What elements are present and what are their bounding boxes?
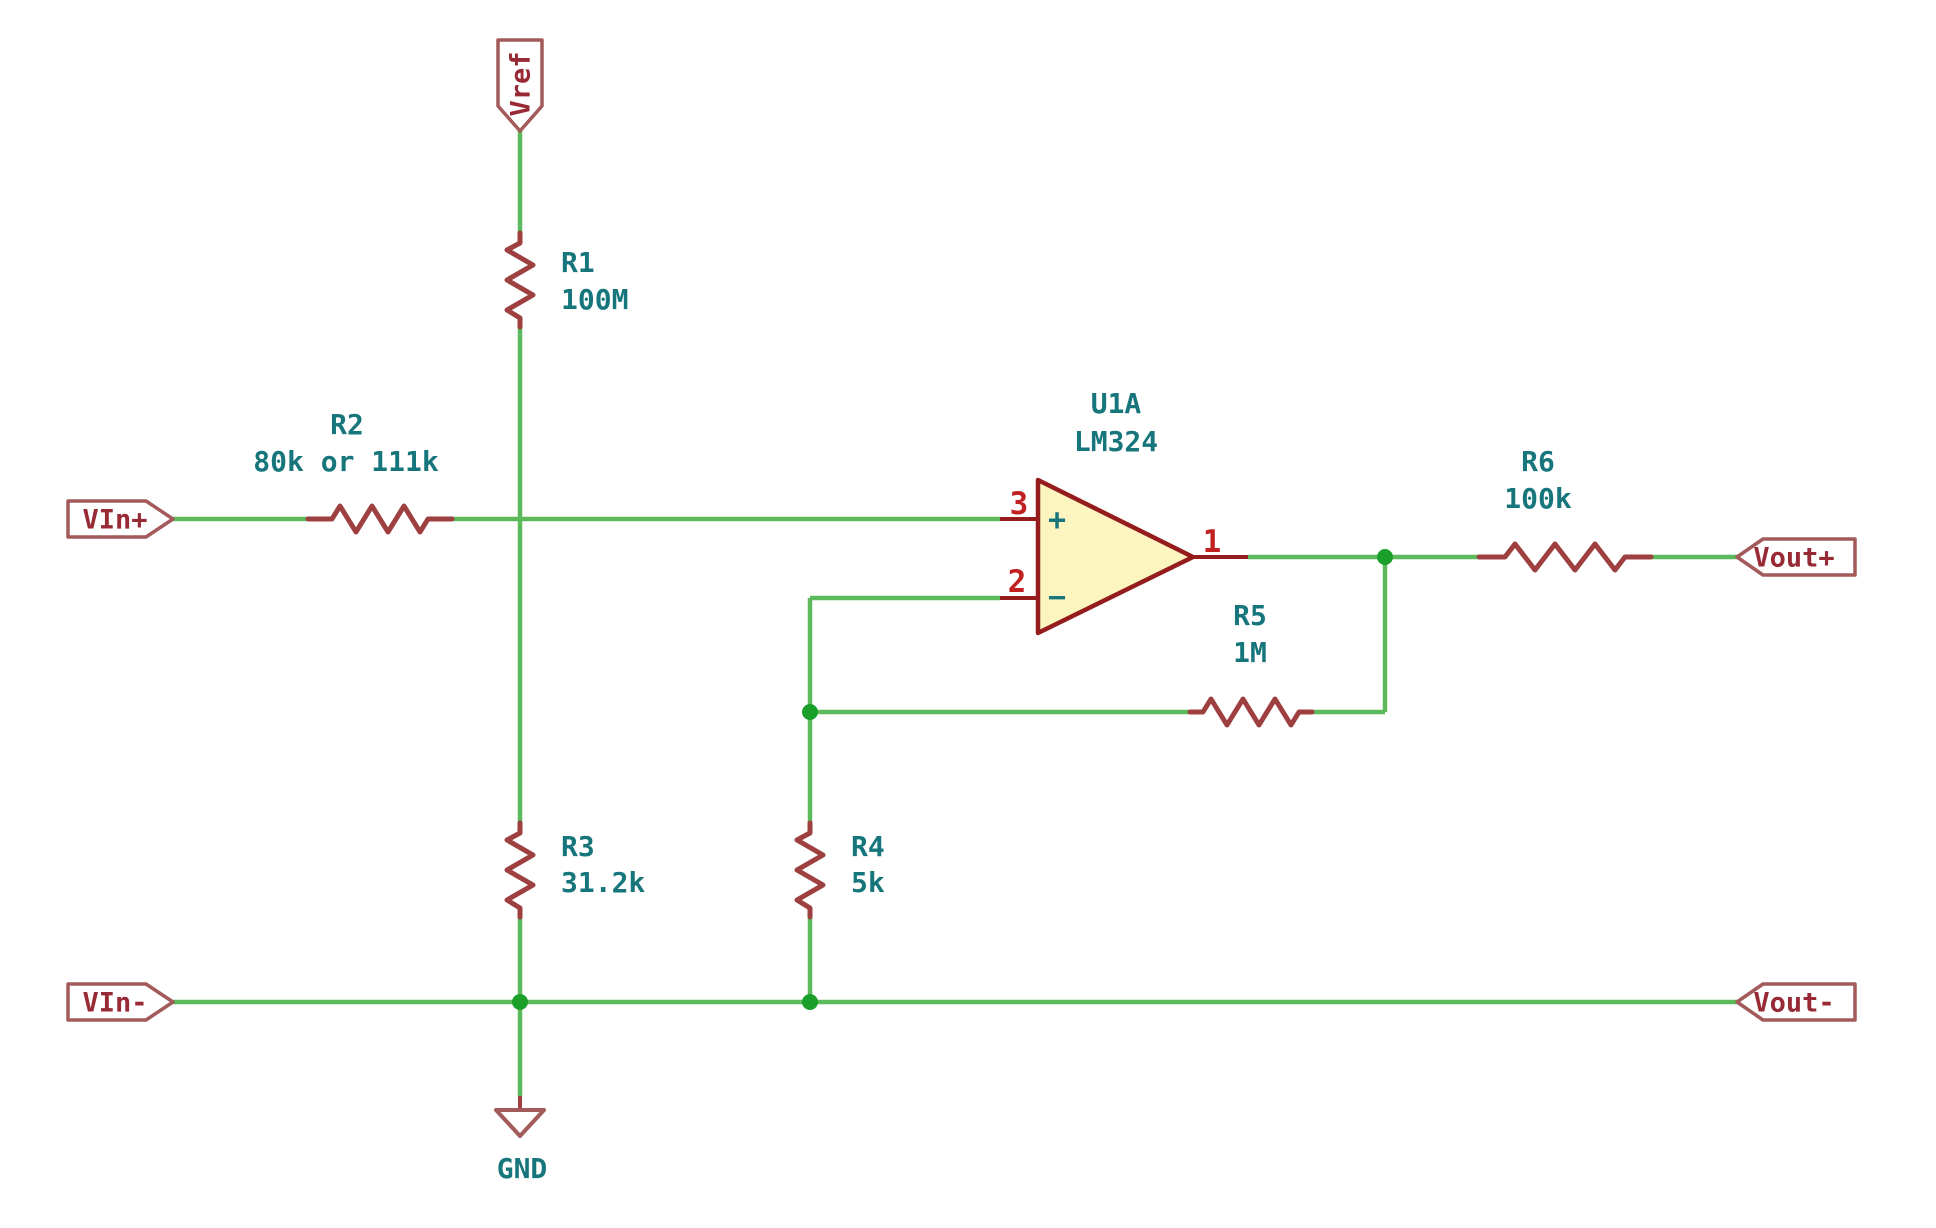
port-vout-minus-label: Vout- (1753, 987, 1835, 1019)
resistor-r5-symbol (1187, 696, 1315, 728)
r3-ref: R3 (561, 830, 595, 863)
port-vout-plus-label: Vout+ (1753, 542, 1835, 574)
r2-value: 80k or 111k (253, 445, 439, 478)
resistor-r3-symbol (504, 820, 536, 920)
gnd-triangle-icon (494, 1108, 546, 1138)
resistor-r2-symbol (305, 503, 455, 535)
junction-dot-r3-rail (512, 994, 528, 1010)
port-vin-plus-label: VIn+ (82, 504, 148, 536)
opamp-minus-sign: − (1047, 580, 1067, 615)
pin-number-2: 2 (1007, 564, 1027, 600)
r3-value: 31.2k (561, 866, 646, 899)
pin-number-3: 3 (1009, 486, 1029, 522)
opamp-plus-sign: + (1047, 503, 1067, 538)
opamp-body (1035, 477, 1196, 636)
r1-ref: R1 (561, 246, 595, 279)
r6-ref: R6 (1521, 445, 1555, 478)
r2-ref: R2 (330, 408, 364, 441)
r1-value: 100M (561, 283, 629, 316)
port-vout-plus-shape (1735, 537, 1857, 577)
u1-ref: U1A (1090, 387, 1142, 420)
pin-number-1: 1 (1202, 524, 1222, 560)
junction-dot-output (1377, 549, 1393, 565)
gnd-label: GND (496, 1152, 548, 1185)
resistor-r4-symbol (794, 820, 826, 920)
resistor-r6-symbol (1476, 541, 1654, 573)
r4-value: 5k (851, 866, 885, 899)
port-vref-label: Vref (505, 51, 537, 117)
port-vin-minus-label: VIn- (82, 987, 148, 1019)
resistor-r1-symbol (504, 230, 536, 330)
port-vin-plus-shape (66, 499, 175, 539)
port-vout-minus-shape (1735, 982, 1857, 1022)
junction-dot-r4-rail (802, 994, 818, 1010)
r6-value: 100k (1504, 482, 1572, 515)
u1-value: LM324 (1073, 425, 1159, 458)
junction-dot-feedback (802, 704, 818, 720)
r4-ref: R4 (851, 830, 885, 863)
port-vin-minus-shape (66, 982, 175, 1022)
r5-value: 1M (1233, 636, 1267, 669)
port-vref-shape (496, 38, 544, 133)
r5-ref: R5 (1233, 599, 1267, 632)
